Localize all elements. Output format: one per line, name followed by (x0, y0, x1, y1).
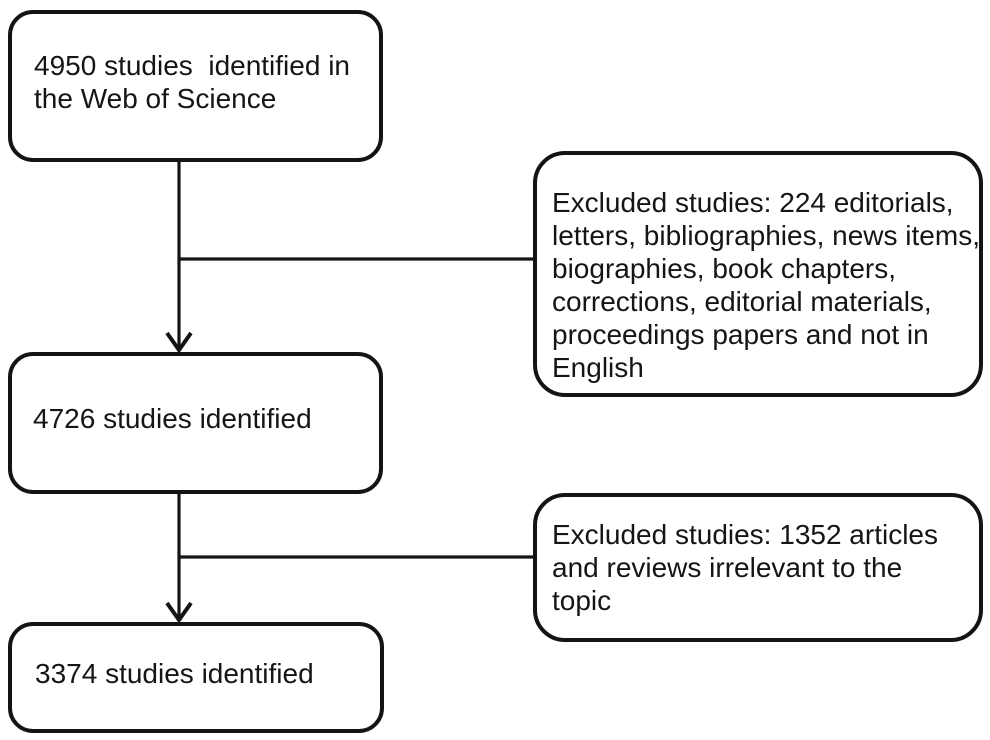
box-studies-identified-initial: 4950 studies identified in the Web of Sc… (8, 10, 383, 162)
studies-identified-after-second-exclusion-text: 3374 studies identified (35, 658, 314, 689)
down-arrowhead-icon-2 (165, 601, 193, 624)
down-arrowhead-icon-1 (165, 331, 193, 354)
studies-identified-initial-text: 4950 studies identified in the Web of Sc… (34, 50, 350, 114)
excluded-studies-first-text: Excluded studies: 224 editorials, letter… (552, 187, 980, 383)
excluded-studies-second-text: Excluded studies: 1352 articles and revi… (552, 519, 938, 616)
box-excluded-studies-first: Excluded studies: 224 editorials, letter… (533, 151, 983, 397)
box-studies-identified-after-second-exclusion: 3374 studies identified (8, 622, 384, 733)
box-studies-identified-after-first-exclusion: 4726 studies identified (8, 352, 383, 494)
studies-identified-after-first-exclusion-text: 4726 studies identified (33, 402, 312, 434)
box-excluded-studies-second: Excluded studies: 1352 articles and revi… (533, 493, 983, 642)
